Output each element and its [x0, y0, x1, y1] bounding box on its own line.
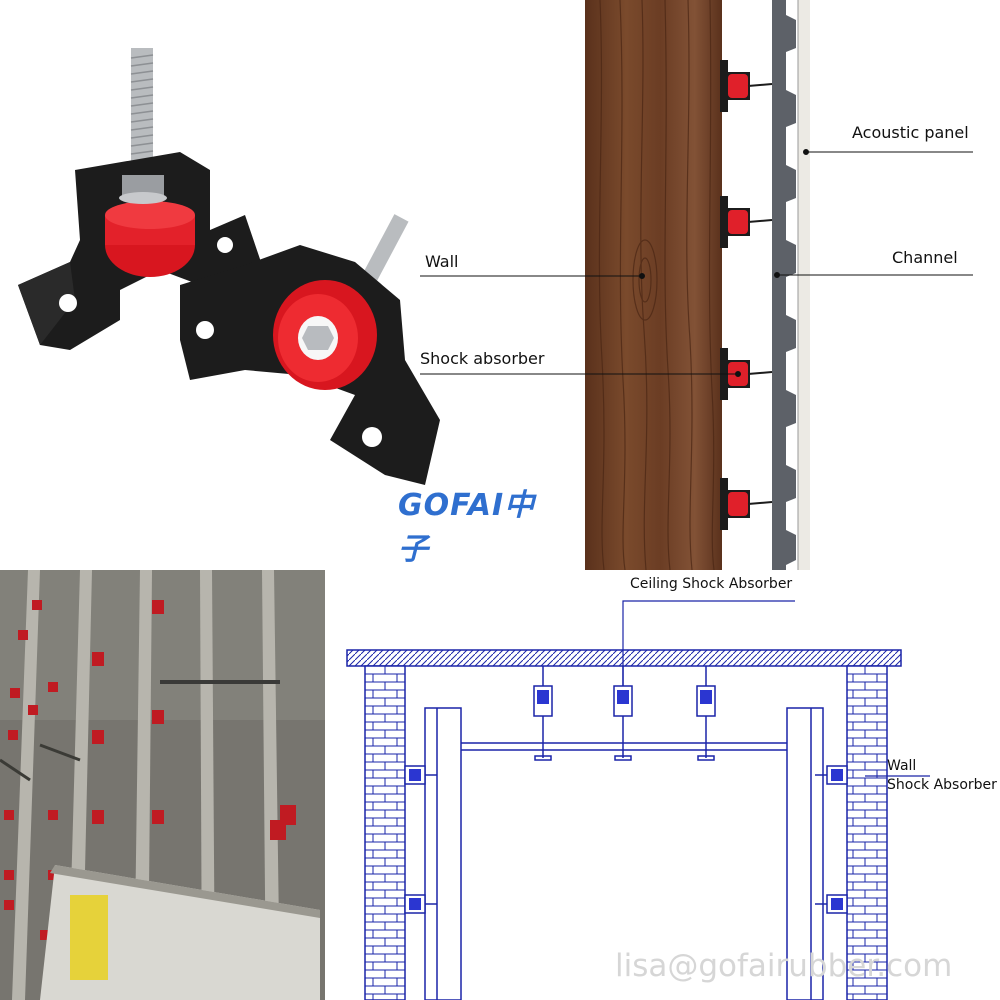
installation-photo — [0, 570, 325, 1000]
spring-hanger-icon — [18, 48, 262, 350]
shock-absorber-icon — [720, 60, 773, 112]
product-photo: GOFAI中子 — [0, 0, 560, 570]
ceiling-absorber-icon — [533, 666, 553, 717]
ceiling-absorber-icon — [696, 666, 716, 717]
ceiling-shock-absorber-label: Ceiling Shock Absorber — [630, 576, 793, 592]
section-drawing: Ceiling Shock Absorber Wall Shock Absorb… — [325, 570, 1000, 1000]
ceiling-wall-section — [346, 600, 930, 1000]
brand-logo: GOFAI中子 — [398, 488, 536, 567]
wood-wall — [585, 0, 722, 570]
wall-label: Wall — [887, 758, 917, 774]
shock-absorber-label: Shock absorber — [420, 349, 545, 368]
wall-installation-diagram: Acoustic panel Wall Channel Shock absorb… — [420, 0, 1000, 570]
wall-absorber-icon — [404, 765, 437, 785]
shock-absorber-icon — [720, 196, 773, 248]
acoustic-panel — [798, 0, 810, 570]
right-brick-wall — [846, 665, 888, 1000]
wall-absorber-icon — [404, 894, 437, 914]
installation-photo-icon — [0, 570, 325, 1000]
wall-shock-absorber-label: Shock Absorber — [887, 777, 997, 793]
wall-absorber-icon — [815, 894, 848, 914]
acoustic-panel-label: Acoustic panel — [852, 123, 969, 142]
ceiling-slab — [346, 649, 902, 667]
channel — [772, 0, 786, 570]
channel-label: Channel — [892, 248, 958, 267]
left-brick-wall — [364, 665, 406, 1000]
shock-absorber-icon — [720, 478, 773, 530]
spring-hanger-icon — [180, 214, 440, 485]
ceiling-absorber-icon — [613, 666, 633, 717]
wall-label: Wall — [425, 252, 459, 271]
contact-email: lisa@gofairubber.com — [615, 948, 953, 984]
wall-cross-section — [420, 0, 973, 570]
wall-absorber-icon — [815, 765, 848, 785]
